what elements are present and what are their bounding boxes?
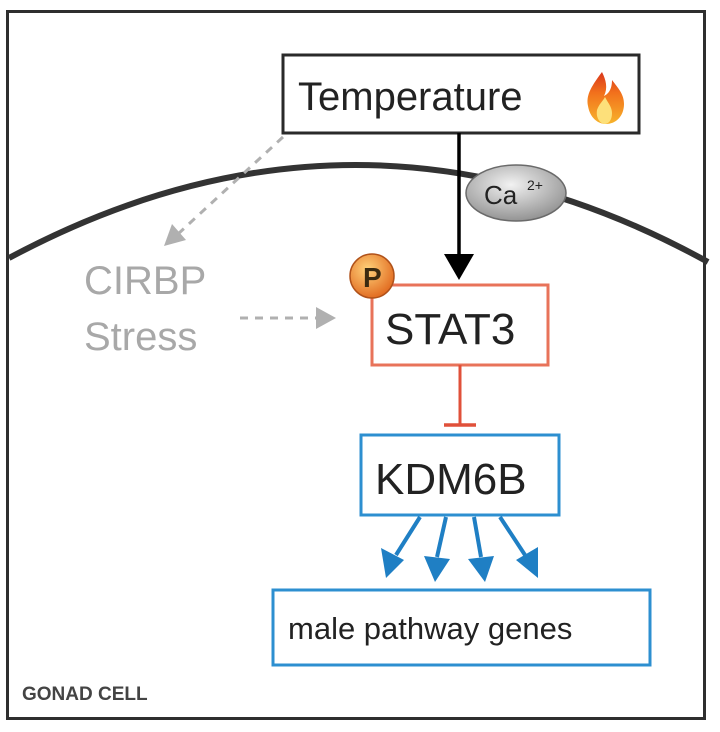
kdm6b-node: KDM6B	[359, 433, 561, 517]
gene-arrow-2	[424, 516, 450, 582]
gonad-cell-label: GONAD CELL	[22, 684, 148, 705]
temperature-label: Temperature	[298, 75, 523, 119]
temperature-to-cirbp-arrow	[164, 135, 285, 246]
cirbp-label: CIRBP	[84, 259, 206, 303]
calcium-label: Ca	[484, 180, 518, 210]
flame-icon	[587, 72, 624, 124]
genes-label: male pathway genes	[288, 611, 572, 646]
genes-node: male pathway genes	[271, 588, 652, 667]
stat3-label: STAT3	[385, 305, 515, 354]
cell-membrane	[7, 162, 710, 265]
temperature-to-stat3-arrow	[444, 133, 474, 280]
stat3-node: STAT3	[370, 283, 550, 367]
kdm6b-label: KDM6B	[375, 455, 527, 504]
phosphorylation-badge: P	[349, 253, 395, 299]
gene-arrow-3	[468, 516, 494, 582]
kdm6b-to-genes-arrows	[381, 515, 538, 582]
gene-arrow-1	[381, 515, 422, 578]
gonad-cell-frame	[6, 10, 706, 720]
cirbp-to-stat3-arrow	[240, 307, 336, 329]
phospho-label: P	[363, 262, 382, 293]
gene-arrow-4	[498, 515, 538, 578]
stat3-inhibits-kdm6b	[444, 365, 476, 427]
calcium-channel: Ca 2+	[465, 164, 567, 222]
stress-label: Stress	[84, 315, 197, 359]
calcium-charge: 2+	[527, 177, 543, 193]
temperature-node: Temperature	[281, 53, 641, 135]
